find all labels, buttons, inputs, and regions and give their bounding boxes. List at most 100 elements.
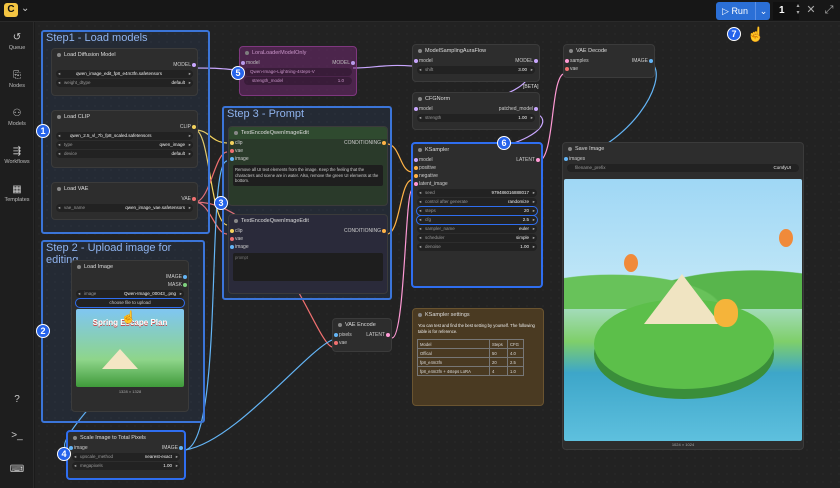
expand-icon[interactable]: ⤢ bbox=[824, 4, 834, 16]
comfy-logo-icon[interactable]: C bbox=[4, 3, 18, 17]
io-images[interactable]: images bbox=[563, 155, 803, 163]
io-vae[interactable]: vae bbox=[229, 235, 387, 243]
node-load-clip[interactable]: Load CLIP CLIP ◂qwen_2.5_vl_7b_fp8_scale… bbox=[51, 110, 198, 168]
prompt-textarea[interactable]: prompt bbox=[233, 253, 383, 281]
left-arrow-icon[interactable]: ◂ bbox=[58, 151, 61, 156]
sidebar-item-models[interactable]: ⚇Models bbox=[0, 108, 34, 127]
right-arrow-icon[interactable]: ▸ bbox=[175, 454, 178, 459]
right-arrow-icon[interactable]: ▸ bbox=[188, 71, 191, 76]
left-arrow-icon[interactable]: ◂ bbox=[58, 142, 61, 147]
right-arrow-icon[interactable]: ▸ bbox=[188, 151, 191, 156]
left-arrow-icon[interactable]: ◂ bbox=[419, 115, 422, 120]
output-mask[interactable]: MASK bbox=[72, 281, 188, 289]
input-dot[interactable] bbox=[414, 182, 418, 186]
left-arrow-icon[interactable]: ◂ bbox=[78, 291, 81, 296]
output-dot[interactable] bbox=[382, 141, 386, 145]
right-arrow-icon[interactable]: ▸ bbox=[179, 291, 182, 296]
run-options-chevron-icon[interactable]: ⌄ bbox=[755, 2, 771, 20]
input-dot[interactable] bbox=[414, 166, 418, 170]
left-arrow-icon[interactable]: ◂ bbox=[419, 235, 422, 240]
input-dot[interactable] bbox=[414, 174, 418, 178]
close-icon[interactable]: ✕ bbox=[806, 4, 816, 16]
input-dot[interactable] bbox=[414, 107, 418, 111]
input-dot[interactable] bbox=[230, 157, 234, 161]
output-dot[interactable] bbox=[192, 63, 196, 67]
output-dot[interactable] bbox=[183, 275, 187, 279]
output-image-preview[interactable] bbox=[564, 179, 802, 441]
sidebar-item-nodes[interactable]: ⎘Nodes bbox=[0, 70, 34, 89]
io-vae[interactable]: vae bbox=[333, 339, 391, 347]
queue-count-input[interactable]: 1 bbox=[773, 2, 799, 20]
sidebar-item-workflows[interactable]: ⇶Workflows bbox=[0, 146, 34, 165]
unet-name-select[interactable]: ◂qwen_image_edit_fp8_e4m3fn.safetensors▸ bbox=[56, 70, 193, 78]
io-positive[interactable]: positive bbox=[413, 164, 541, 172]
input-dot[interactable] bbox=[565, 59, 569, 63]
left-arrow-icon[interactable]: ◂ bbox=[419, 244, 422, 249]
output-dot[interactable] bbox=[534, 107, 538, 111]
input-dot[interactable] bbox=[334, 341, 338, 345]
stepper-arrows-icon[interactable]: ▴▾ bbox=[796, 3, 800, 16]
io-vae[interactable]: vae bbox=[229, 147, 387, 155]
input-dot[interactable] bbox=[414, 158, 418, 162]
output-dot[interactable] bbox=[536, 158, 540, 162]
input-dot[interactable] bbox=[230, 141, 234, 145]
input-dot[interactable] bbox=[69, 446, 73, 450]
output-dot[interactable] bbox=[183, 283, 187, 287]
io-image[interactable]: image bbox=[229, 155, 387, 163]
input-dot[interactable] bbox=[230, 229, 234, 233]
right-arrow-icon[interactable]: ▸ bbox=[530, 115, 533, 120]
input-dot[interactable] bbox=[230, 237, 234, 241]
left-arrow-icon[interactable]: ◂ bbox=[58, 205, 61, 210]
output-image[interactable]: IMAGE bbox=[72, 273, 188, 281]
right-arrow-icon[interactable]: ▸ bbox=[532, 199, 535, 204]
upload-button[interactable]: choose file to upload bbox=[75, 298, 185, 308]
output-dot[interactable] bbox=[649, 59, 653, 63]
left-arrow-icon[interactable]: ◂ bbox=[419, 217, 422, 222]
right-arrow-icon[interactable]: ▸ bbox=[532, 244, 535, 249]
input-dot[interactable] bbox=[565, 67, 569, 71]
input-dot[interactable] bbox=[414, 59, 418, 63]
io-image[interactable]: image bbox=[229, 243, 387, 251]
right-arrow-icon[interactable]: ▸ bbox=[188, 133, 191, 138]
input-dot[interactable] bbox=[241, 61, 245, 65]
workflow-canvas[interactable]: Step1 - Load models Step 2 - Upload imag… bbox=[35, 22, 840, 488]
right-arrow-icon[interactable]: ▸ bbox=[175, 463, 178, 468]
left-arrow-icon[interactable]: ◂ bbox=[58, 71, 61, 76]
prompt-textarea[interactable]: Remove all UI text elements from the ima… bbox=[233, 165, 383, 186]
output-vae[interactable]: VAE bbox=[52, 195, 197, 203]
right-arrow-icon[interactable]: ▸ bbox=[532, 190, 535, 195]
right-arrow-icon[interactable]: ▸ bbox=[532, 226, 535, 231]
output-dot[interactable] bbox=[534, 59, 538, 63]
output-dot[interactable] bbox=[192, 197, 196, 201]
left-arrow-icon[interactable]: ◂ bbox=[58, 80, 61, 85]
input-dot[interactable] bbox=[564, 157, 568, 161]
io-latent-image[interactable]: latent_image bbox=[413, 180, 541, 188]
clip-name-select[interactable]: ◂qwen_2.5_vl_7b_fp8_scaled.safetensors▸ bbox=[56, 132, 193, 140]
output-dot[interactable] bbox=[179, 446, 183, 450]
